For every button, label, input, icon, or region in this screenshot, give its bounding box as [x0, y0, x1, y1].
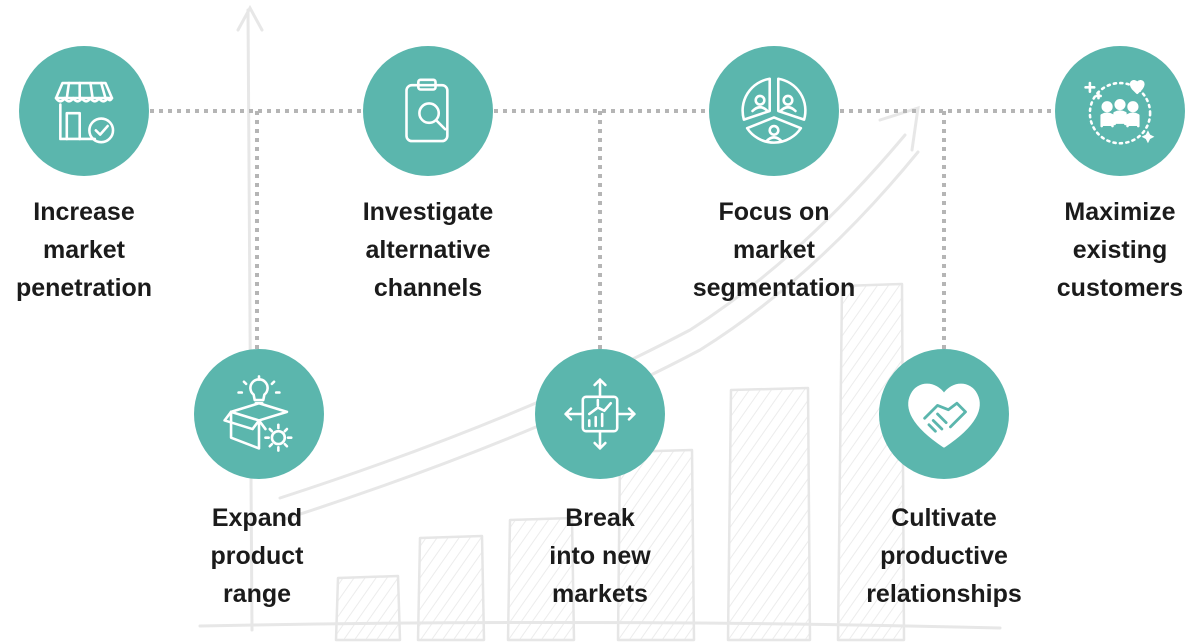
sketch-bar-2 — [416, 534, 486, 642]
sketch-bar-3 — [506, 516, 576, 642]
sketch-axis — [246, 8, 254, 632]
sketch-growth-arrow — [278, 133, 907, 500]
pie-segments-people-icon — [709, 46, 839, 176]
sketch-bar-4 — [616, 448, 696, 642]
sketch-bar-6 — [836, 282, 906, 642]
chart-expand-arrows-icon — [535, 349, 665, 479]
sketch-baseline — [198, 620, 1002, 630]
box-lightbulb-gear-icon — [194, 349, 324, 479]
sketch-bar-5 — [726, 386, 812, 642]
clipboard-magnifier-icon — [363, 46, 493, 176]
heart-handshake-icon — [879, 349, 1009, 479]
customer-group-heart-icon — [1055, 46, 1185, 176]
storefront-check-icon — [19, 46, 149, 176]
